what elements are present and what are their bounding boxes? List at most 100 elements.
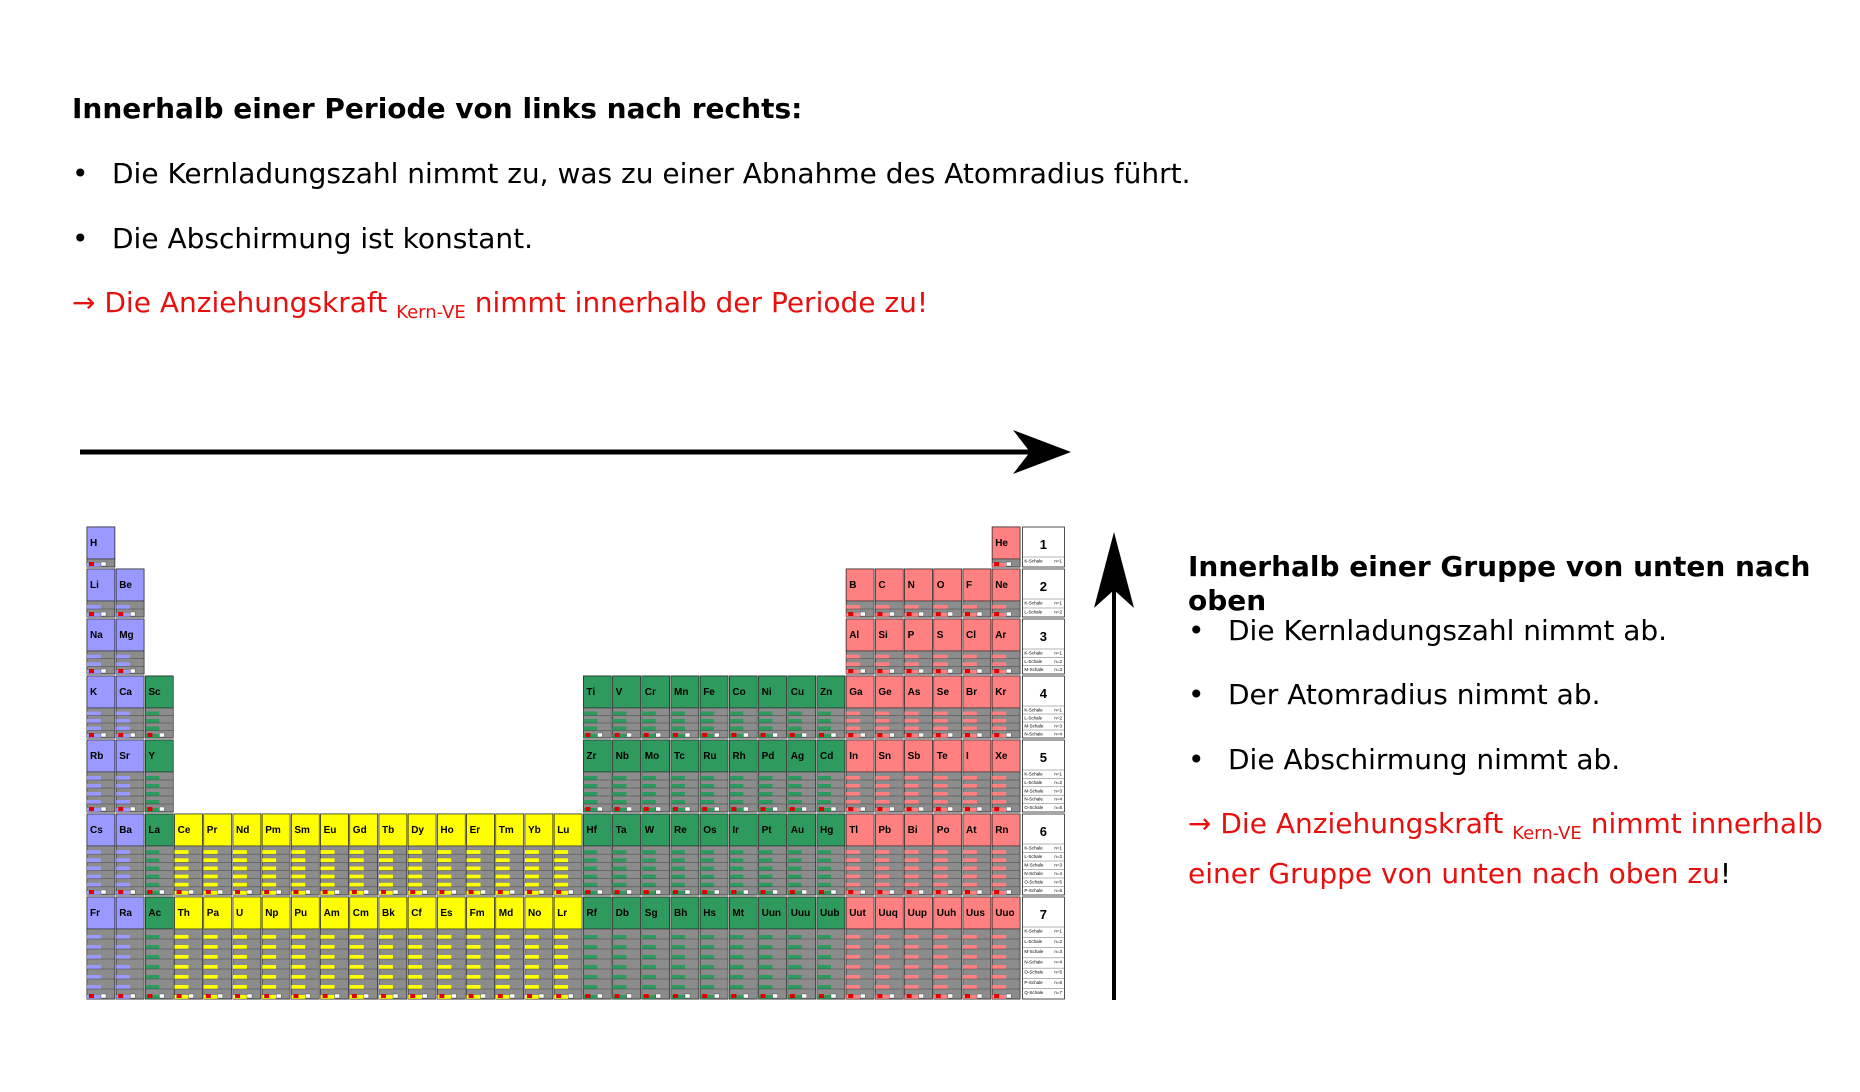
electron-marker [673, 994, 678, 998]
electron-slot [714, 806, 720, 812]
element-symbol: Ni [762, 687, 772, 698]
element-cell-Sn: Sn [875, 739, 904, 813]
shell-fill [554, 850, 569, 855]
shell-fill [904, 662, 919, 667]
shell-fill [700, 965, 715, 969]
shell-fill [145, 850, 160, 855]
element-cell-Ge: Ge [875, 675, 904, 739]
shell-fill [758, 726, 773, 731]
shell-fill [495, 945, 510, 949]
element-cell-No: No [524, 896, 554, 1000]
element-cell-Pu: Pu [290, 896, 320, 1000]
shell-fill [583, 874, 598, 879]
element-cell-Uub: Uub [816, 896, 846, 1000]
shell-fill [963, 850, 977, 855]
shell-fill [291, 850, 306, 855]
shell-label: L-Schale [1024, 854, 1042, 859]
electron-slot [830, 806, 837, 812]
electron-slot [860, 668, 866, 674]
element-cell-Ar: Ar [991, 618, 1021, 675]
shell-fill [291, 858, 306, 863]
shell-fill [87, 800, 101, 804]
shell-fill [116, 874, 131, 879]
electron-slot [100, 732, 107, 738]
element-cell-Cu: Cu [787, 675, 816, 739]
electron-marker [293, 994, 299, 998]
electron-slot [626, 732, 632, 738]
shell-label: K-Schale [1024, 651, 1043, 656]
shell-fill [671, 719, 685, 723]
shell-fill [87, 711, 101, 716]
shell-fill [963, 719, 977, 723]
electron-slot [275, 993, 282, 999]
electron-marker [118, 890, 124, 894]
electron-slot [392, 889, 399, 895]
element-cell-S: S [933, 618, 962, 675]
electron-marker [351, 994, 357, 998]
element-cell-In: In [845, 739, 875, 813]
cell-color [670, 813, 700, 847]
shell-fill [904, 965, 919, 969]
shell-fill [145, 711, 160, 716]
shell-fill [116, 719, 131, 723]
shell-fill [700, 882, 715, 887]
shell-fill [262, 866, 277, 871]
shell-fill [379, 850, 393, 855]
element-symbol: C [878, 580, 885, 591]
element-symbol: Uus [966, 908, 985, 919]
electron-slot [743, 993, 749, 999]
shell-fill [525, 874, 539, 879]
element-cell-Cf: Cf [407, 896, 437, 1000]
element-cell-Ta: Ta [612, 813, 641, 896]
electron-marker [789, 890, 795, 894]
shell-fill [758, 792, 773, 796]
electron-slot [976, 668, 983, 674]
element-cell-Re: Re [670, 813, 700, 896]
electron-marker [877, 890, 883, 894]
shell-label: L-Schale [1024, 716, 1042, 721]
shell-fill [992, 662, 1007, 667]
electron-marker [89, 669, 94, 673]
cell-color [232, 813, 262, 847]
electron-marker [760, 994, 766, 998]
electron-slot [947, 668, 953, 674]
element-cell-Y: Y [145, 739, 174, 813]
electron-slot [772, 732, 778, 738]
shell-fill [933, 711, 948, 716]
shell-fill [466, 985, 481, 989]
shell-fill [671, 985, 685, 989]
electron-marker [731, 994, 737, 998]
shell-fill [437, 935, 452, 939]
electron-marker [118, 733, 124, 737]
shell-fill [641, 784, 656, 788]
shell-fill [904, 945, 919, 949]
element-symbol: Ba [119, 825, 132, 836]
shell-fill [671, 850, 685, 855]
element-cell-Pt: Pt [758, 813, 787, 896]
cell-color [641, 813, 670, 847]
cell-color [845, 568, 875, 602]
shell-fill [87, 882, 101, 887]
shell-fill [349, 882, 364, 887]
shell-fill [145, 800, 160, 804]
element-cell-Ru: Ru [699, 739, 729, 813]
element-cell-Al: Al [845, 618, 875, 675]
element-symbol: Mg [119, 630, 133, 641]
element-cell-Ra: Ra [115, 896, 145, 1000]
shell-fill [700, 866, 715, 871]
cell-color [904, 739, 933, 773]
cell-color [320, 813, 349, 847]
cell-color [758, 813, 787, 847]
shell-count: n=1 [1054, 559, 1062, 564]
cell-color [933, 739, 962, 773]
element-symbol: Gd [353, 825, 367, 836]
cell-color [816, 896, 846, 930]
cell-color [495, 813, 524, 847]
element-cell-Os: Os [699, 813, 729, 896]
shell-fill [817, 792, 831, 796]
shell-fill [612, 935, 627, 939]
electron-slot [684, 889, 691, 895]
shell-fill [525, 945, 539, 949]
